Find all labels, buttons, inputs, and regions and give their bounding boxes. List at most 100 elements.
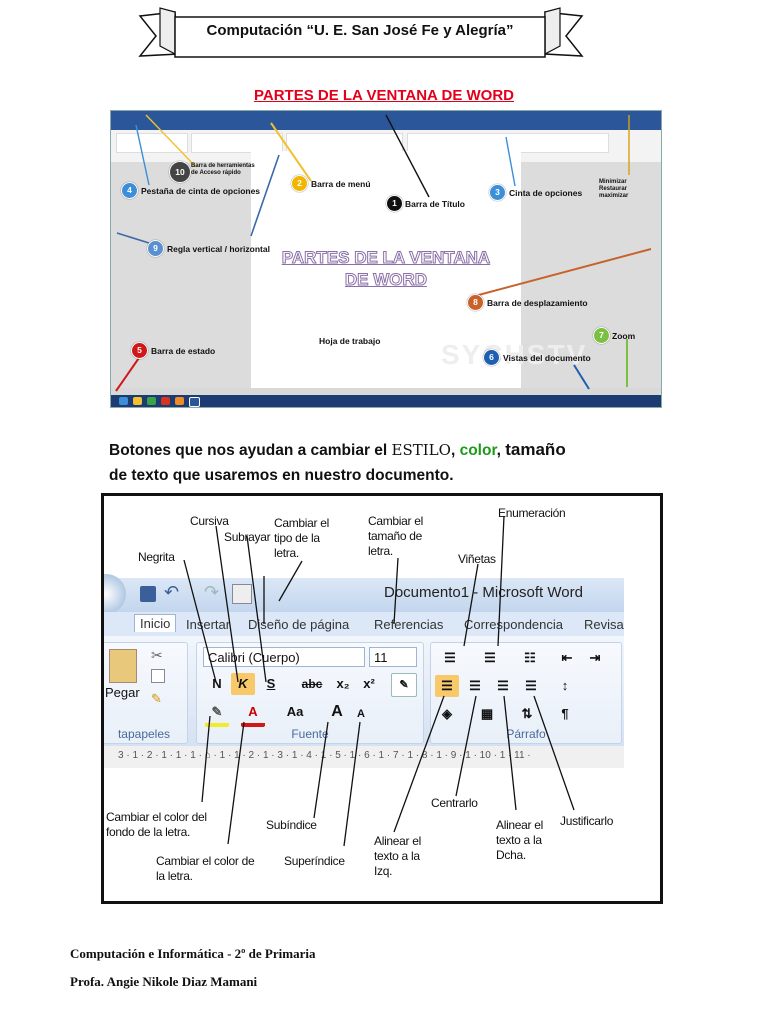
label-vistas-documento: Vistas del documento (503, 353, 591, 363)
document-area[interactable] (104, 768, 624, 798)
section-title: PARTES DE LA VENTANA DE WORD (253, 87, 514, 104)
ann-cambiar-fondo: Cambiar el color del fondo de la letra. (106, 810, 207, 839)
align-right-icon[interactable]: ☰ (497, 678, 509, 693)
decrease-indent-icon[interactable]: ⇤ (561, 650, 573, 665)
ann-justificarlo: Justificarlo (560, 814, 614, 828)
change-case-button[interactable]: Aa (286, 704, 304, 719)
shading-icon[interactable]: ◈ (442, 706, 452, 721)
highlight-color-icon[interactable]: ✎ (205, 701, 229, 727)
tab-referencias[interactable]: Referencias (374, 617, 444, 632)
word-window-screenshot: PARTES DE LA VENTANA DE WORD SYCHSTV Hoj… (110, 110, 662, 408)
badge-9: 9 (147, 240, 164, 257)
ribbon-banner (138, 7, 584, 58)
window-title: Documento1 - Microsoft Word (384, 584, 583, 601)
tab-revisar[interactable]: Revisa (584, 617, 624, 632)
badge-8: 8 (467, 294, 484, 311)
document-heading: PARTES DE LA VENTANA DE WORD (281, 248, 491, 290)
align-center-icon[interactable]: ☰ (469, 678, 481, 693)
multilevel-list-icon[interactable]: ☷ (524, 650, 536, 665)
label-barra-desplazamiento: Barra de desplazamiento (487, 298, 588, 308)
copy-icon[interactable] (151, 669, 165, 683)
label-cinta-opciones: Cinta de opciones (509, 188, 583, 198)
font-color-icon[interactable]: A (241, 701, 265, 727)
para-tamano: tamaño (505, 440, 566, 459)
increase-indent-icon[interactable]: ⇥ (589, 650, 601, 665)
bold-button[interactable]: N (212, 676, 222, 691)
font-size-combo[interactable]: 11 (369, 647, 417, 667)
ribbon-inicio: Pegar ✂ ✎ tapapeles Calibri (Cuerpo) 11 … (104, 636, 624, 746)
group-font: Calibri (Cuerpo) 11 N K S abc x₂ x² ✎ ✎ … (196, 642, 424, 744)
print-preview-icon[interactable] (232, 584, 252, 604)
strikethrough-button[interactable]: abc (301, 677, 323, 691)
para-comma-1: , (450, 442, 460, 459)
para-color: color (459, 442, 497, 459)
tab-insertar[interactable]: Insertar (186, 617, 231, 632)
redo-icon[interactable]: ↷ (204, 582, 220, 602)
subscript-button[interactable]: x₂ (336, 676, 350, 691)
ann-alinear-dcha: Alinear el texto a la Dcha. (496, 818, 544, 862)
ruler-text: 3 · 1 · 2 · 1 · 1 · 1 · ⌂ · 1 · 1 · 2 · … (118, 750, 531, 761)
numbering-icon[interactable]: ☰ (484, 650, 496, 665)
ann-subrayar: Subrayar (224, 530, 271, 544)
label-barra-titulo: Barra de Título (405, 199, 465, 209)
label-zoom: Zoom (612, 331, 636, 341)
badge-5: 5 (131, 342, 148, 359)
toolbar-arrows (183, 515, 575, 847)
label-minimizar: Minimizar Restaurar maximizar (599, 179, 629, 199)
save-icon[interactable] (140, 586, 156, 602)
tab-inicio[interactable]: Inicio (134, 614, 177, 632)
ann-superindice: Superíndice (284, 854, 345, 868)
tab-correspondencia[interactable]: Correspondencia (464, 617, 564, 632)
show-marks-icon[interactable]: ¶ (561, 706, 569, 721)
font-name-combo[interactable]: Calibri (Cuerpo) (203, 647, 365, 667)
ribbon-tabs-row (111, 121, 661, 130)
group-label-clipboard: tapapeles (117, 727, 171, 741)
para-comma-2: , (496, 442, 506, 459)
para-text-2: de texto que usaremos en nuestro documen… (109, 467, 454, 484)
badge-4: 4 (121, 182, 138, 199)
ann-cambiar-tamano: Cambiar el tamaño de letra. (368, 514, 424, 558)
shrink-font-icon[interactable]: A (357, 708, 365, 720)
group-label-paragraph: Párrafo (506, 727, 546, 741)
watermark: SYCHSTV (441, 339, 588, 370)
ribbon-tabs: Inicio Insertar Diseño de página Referen… (104, 612, 624, 637)
superscript-button[interactable]: x² (363, 676, 375, 691)
sort-icon[interactable]: ⇅ (521, 706, 533, 721)
ann-cursiva: Cursiva (190, 514, 229, 528)
undo-icon[interactable]: ↶ (164, 582, 180, 602)
align-left-icon[interactable]: ☰ (435, 675, 459, 697)
underline-button[interactable]: S (266, 676, 276, 691)
badge-7: 7 (593, 327, 610, 344)
format-painter-icon[interactable]: ✎ (151, 691, 162, 706)
group-paragraph: ☰ ☰ ☷ ⇤ ⇥ ☰ ☰ ☰ ☰ ↕ ◈ ▦ ⇅ ¶ Párrafo (430, 642, 622, 744)
line-spacing-icon[interactable]: ↕ (561, 678, 569, 693)
para-estilo: ESTILO (391, 441, 451, 459)
office-button-icon[interactable] (104, 574, 126, 614)
ann-alinear-izq: Alinear el texto a la Izq. (374, 834, 422, 878)
justify-icon[interactable]: ☰ (525, 678, 537, 693)
borders-icon[interactable]: ▦ (480, 706, 494, 721)
badge-10: 10 (169, 161, 191, 183)
ann-subindice: Subíndice (266, 818, 317, 832)
status-bar (111, 388, 661, 395)
label-barra-estado: Barra de estado (151, 346, 216, 356)
tab-diseno-pagina[interactable]: Diseño de página (248, 617, 350, 632)
clear-format-icon[interactable]: ✎ (391, 673, 417, 697)
ann-vinetas: Viñetas (458, 552, 496, 566)
word-toolbar-figure: ↶ ↷ Documento1 - Microsoft Word Inicio I… (101, 493, 663, 904)
intro-paragraph: Botones que nos ayudan a cambiar el ESTI… (109, 437, 669, 488)
bullets-icon[interactable]: ☰ (444, 650, 456, 665)
annotation-arrows (115, 114, 652, 392)
para-text-1: Botones que nos ayudan a cambiar el (109, 442, 392, 459)
paste-icon[interactable] (109, 649, 137, 683)
badge-3: 3 (489, 184, 506, 201)
badge-6: 6 (483, 349, 500, 366)
ann-negrita: Negrita (138, 550, 175, 564)
grow-font-icon[interactable]: A (331, 703, 343, 720)
cut-icon[interactable]: ✂ (151, 647, 163, 663)
ribbon-area (111, 130, 661, 163)
ann-enumeracion: Enumeración (498, 506, 566, 520)
ann-centrarlo: Centrarlo (431, 796, 478, 810)
right-gray-area (521, 162, 661, 388)
paste-label[interactable]: Pegar (105, 685, 140, 700)
